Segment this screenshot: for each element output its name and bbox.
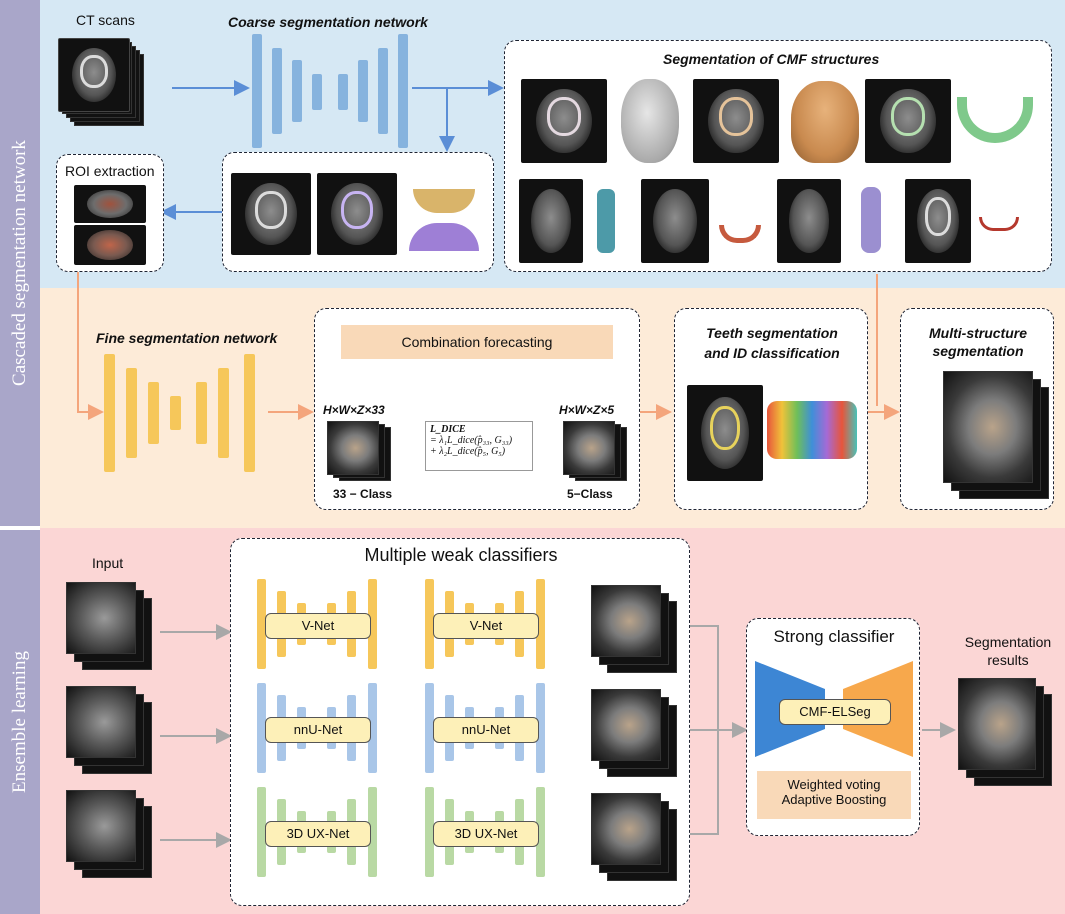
- ensemble-sidebar: Ensemble learning: [0, 530, 40, 914]
- combination-box: Combination forecasting H×W×Z×33 H×W×Z×5…: [314, 308, 640, 510]
- fine-net-title: Fine segmentation network: [96, 330, 278, 346]
- results-label-1: Segmentation: [964, 634, 1052, 650]
- upper-teeth-render: [413, 189, 475, 213]
- coarse-output-box: [222, 152, 494, 272]
- vnet-label-1: V-Net: [265, 613, 371, 639]
- cmf-ct-image-3: [865, 79, 951, 163]
- cascaded-sidebar: Cascaded segmentation network: [0, 0, 40, 526]
- cmf-ct-image-4: [905, 179, 971, 263]
- results-label-2: results: [987, 652, 1029, 668]
- roi-extraction-label: ROI extraction: [65, 163, 155, 179]
- weak-classifiers-box: Multiple weak classifiers V-Net V-Net nn…: [230, 538, 690, 906]
- cmf-sagittal-1: [519, 179, 583, 263]
- loss-line-2: + λ₂L_dice(p̂₅, G₅): [430, 446, 506, 457]
- voting-box: Weighted voting Adaptive Boosting: [757, 771, 911, 819]
- fine-unet: [104, 354, 264, 472]
- cmf-structures-title: Segmentation of CMF structures: [663, 51, 880, 67]
- nnunet-label-2: nnU-Net: [433, 717, 539, 743]
- loss-title: L_DICE: [430, 424, 466, 435]
- combination-forecasting-bar: Combination forecasting: [341, 325, 613, 359]
- strong-classifier-box: Strong classifier CMF-ELSeg Weighted vot…: [746, 618, 920, 836]
- left-dims: H×W×Z×33: [323, 403, 385, 417]
- teeth-title-2: and ID classification: [704, 345, 840, 361]
- vnet-label-2: V-Net: [433, 613, 539, 639]
- cmf-ct-image-1: [521, 79, 607, 163]
- teeth-title-1: Teeth segmentation: [706, 325, 838, 341]
- input-label: Input: [92, 555, 124, 571]
- weak-classifiers-title: Multiple weak classifiers: [364, 545, 558, 565]
- roi-ct-image-1: [74, 185, 146, 223]
- nnunet-label-1: nnU-Net: [265, 717, 371, 743]
- class5-label: 5−Class: [567, 487, 613, 501]
- roi-extraction-box: ROI extraction: [56, 154, 164, 272]
- spine-render: [597, 189, 615, 253]
- class33-label: 33 − Class: [333, 487, 393, 501]
- dice-loss-box: L_DICE = λ₁L_dice(p̂₃₃, G₃₃) + λ₂L_dice(…: [425, 421, 533, 471]
- roi-ct-image-2: [74, 225, 146, 265]
- multi-structure-box: Multi-structure segmentation: [900, 308, 1054, 510]
- cmf-ct-image-2: [693, 79, 779, 163]
- cmf-sagittal-2: [641, 179, 709, 263]
- voting-line-2: Adaptive Boosting: [781, 792, 887, 807]
- hyoid-render: [719, 225, 761, 243]
- lower-teeth-render: [409, 223, 479, 251]
- teeth-box: Teeth segmentation and ID classification: [674, 308, 868, 510]
- skull-render: [791, 81, 859, 163]
- teeth-ct-image: [687, 385, 763, 481]
- loss-line-1: = λ₁L_dice(p̂₃₃, G₃₃): [430, 435, 513, 446]
- ct-scans-label: CT scans: [76, 12, 135, 28]
- face-render: [621, 79, 679, 163]
- strong-classifier-title: Strong classifier: [773, 627, 895, 646]
- airway-render: [861, 187, 881, 253]
- multi-title-2: segmentation: [932, 343, 1024, 359]
- coarse-ct-image-2: [317, 173, 397, 255]
- mandible-render: [957, 97, 1033, 143]
- cmf-elseg-label: CMF-ELSeg: [779, 699, 891, 725]
- nerve-render: [979, 217, 1019, 231]
- voting-line-1: Weighted voting: [787, 777, 881, 792]
- cmf-sagittal-3: [777, 179, 841, 263]
- coarse-ct-image-1: [231, 173, 311, 255]
- right-dims: H×W×Z×5: [559, 403, 615, 417]
- multi-title-1: Multi-structure: [929, 325, 1027, 341]
- cmf-structures-box: Segmentation of CMF structures: [504, 40, 1052, 272]
- teeth-3d-render: [767, 401, 857, 459]
- uxnet-label-2: 3D UX-Net: [433, 821, 539, 847]
- coarse-net-title: Coarse segmentation network: [228, 14, 428, 30]
- uxnet-label-1: 3D UX-Net: [265, 821, 371, 847]
- coarse-unet: [252, 34, 410, 148]
